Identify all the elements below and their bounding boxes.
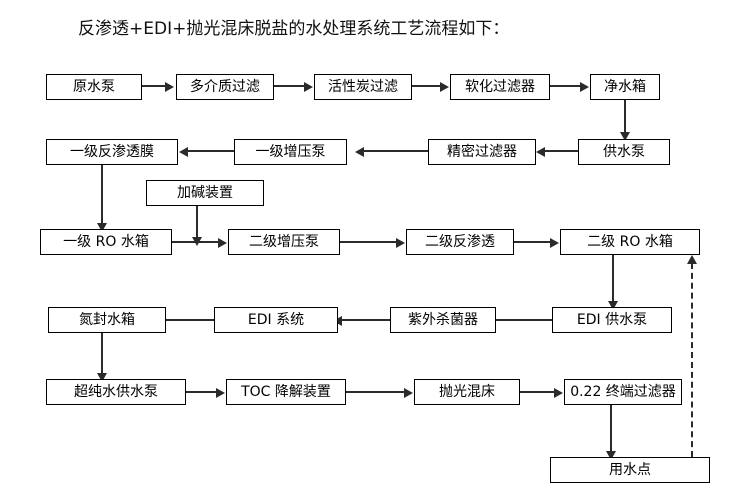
arrow-row3-2 [396,238,405,248]
connector-rotank2-to-edipump [612,255,614,303]
connector-alkali-down [196,206,198,242]
node-primary-ro-tank[interactable]: 一级 RO 水箱 [40,229,172,255]
arrow-recirculation-up [687,255,697,264]
connector-row5-3 [520,391,556,393]
node-clean-water-tank[interactable]: 净水箱 [590,74,660,100]
connector-cleantank-to-supplypump [624,100,626,134]
node-secondary-ro[interactable]: 二级反渗透 [406,229,514,255]
arrow-row3-3 [550,238,559,248]
connector-row2-3 [188,150,234,152]
arrow-row5-2 [404,388,413,398]
node-polishing-mixed-bed[interactable]: 抛光混床 [414,379,520,405]
arrow-row5-1 [216,388,225,398]
connector-row1-2 [274,85,306,87]
node-water-supply-pump[interactable]: 供水泵 [578,139,670,165]
node-multimedia-filter[interactable]: 多介质过滤 [176,74,274,100]
connector-terminalfilter-to-pou [610,405,612,453]
node-point-of-use[interactable]: 用水点 [550,457,710,483]
connector-row3-1 [172,241,220,243]
arrow-row2-1 [536,147,545,157]
node-activated-carbon-filter[interactable]: 活性炭过滤 [314,74,412,100]
connector-row5-2 [346,391,406,393]
connector-row1-3 [412,85,442,87]
node-secondary-booster-pump[interactable]: 二级增压泵 [228,229,340,255]
arrow-row1-4 [580,82,589,92]
node-terminal-filter-022[interactable]: 0.22 终端过滤器 [564,379,682,405]
page-title: 反渗透+EDI+抛光混床脱盐的水处理系统工艺流程如下： [78,19,510,39]
node-softening-filter[interactable]: 软化过滤器 [450,74,550,100]
node-ultrapure-supply-pump[interactable]: 超纯水供水泵 [46,379,186,405]
arrow-cleantank-to-supplypump [620,132,630,141]
node-raw-water-pump[interactable]: 原水泵 [46,74,142,100]
arrow-n2tank-to-ultrapump [97,373,107,382]
arrow-row3-1 [218,238,227,248]
connector-row4-3 [166,319,214,321]
arrow-rotank2-to-edipump [608,301,618,310]
connector-row4-1 [496,319,552,321]
arrow-romembrane-to-rotank [97,223,107,232]
node-edi-supply-pump[interactable]: EDI 供水泵 [552,307,672,333]
node-secondary-ro-tank[interactable]: 二级 RO 水箱 [560,229,700,255]
connector-row3-2 [340,241,398,243]
arrow-row5-3 [554,388,563,398]
node-primary-booster-pump[interactable]: 一级增压泵 [234,139,347,165]
node-primary-ro-membrane[interactable]: 一级反渗透膜 [46,139,178,165]
arrow-row2-3 [179,147,188,157]
connector-row5-1 [186,391,218,393]
node-toc-degradation-device[interactable]: TOC 降解装置 [226,379,346,405]
connector-row4-2 [342,319,390,321]
arrow-row1-2 [304,82,313,92]
arrow-row2-2 [355,147,364,157]
node-uv-sterilizer[interactable]: 紫外杀菌器 [390,307,496,333]
connector-romembrane-to-rotank [101,165,103,225]
connector-row1-4 [550,85,582,87]
connector-row2-2 [364,150,428,152]
connector-row3-3 [514,241,552,243]
node-nitrogen-sealed-tank[interactable]: 氮封水箱 [48,307,166,333]
connector-row2-1 [545,150,578,152]
node-precision-filter[interactable]: 精密过滤器 [428,139,536,165]
connector-recirculation-dashed [691,263,693,457]
arrow-row1-3 [440,82,449,92]
node-alkali-dosing-device[interactable]: 加碱装置 [146,180,264,206]
connector-n2tank-to-ultrapump [101,333,103,375]
arrow-terminalfilter-to-pou [606,451,616,460]
connector-row1-1 [142,85,167,87]
arrow-row1-1 [165,82,174,92]
node-edi-system[interactable]: EDI 系统 [214,307,338,333]
